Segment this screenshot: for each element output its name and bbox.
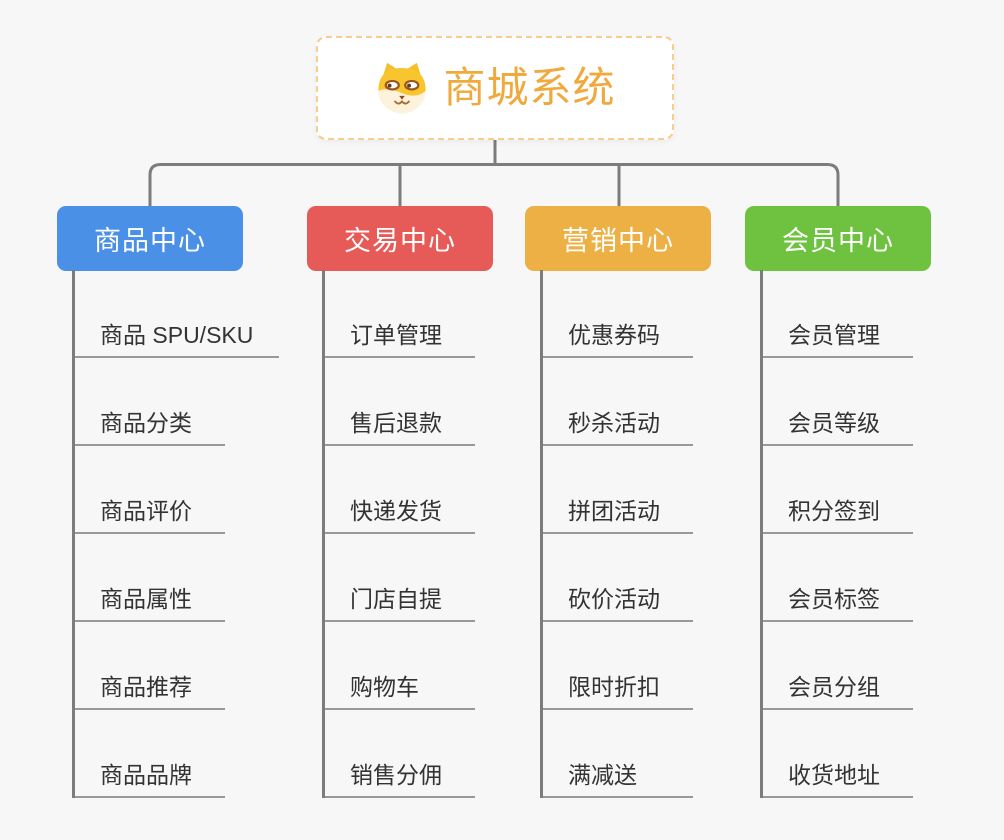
leaf-label: 快递发货 — [325, 497, 475, 534]
leaf-label: 秒杀活动 — [543, 409, 693, 446]
leaf-node[interactable]: 收货地址 — [763, 710, 913, 798]
leaf-label: 销售分佣 — [325, 761, 475, 798]
leaf-label: 满减送 — [543, 761, 693, 798]
branch-label: 会员中心 — [782, 226, 894, 256]
leaf-node[interactable]: 购物车 — [325, 622, 475, 710]
leaf-node[interactable]: 会员分组 — [763, 622, 913, 710]
leaf-node[interactable]: 秒杀活动 — [543, 358, 693, 446]
leaf-column-trade: 订单管理 售后退款 快递发货 门店自提 购物车 销售分佣 — [322, 270, 475, 798]
leaf-label: 限时折扣 — [543, 673, 693, 710]
leaf-label: 拼团活动 — [543, 497, 693, 534]
branch-label: 交易中心 — [344, 226, 456, 256]
leaf-label: 门店自提 — [325, 585, 475, 622]
leaf-label: 商品推荐 — [75, 673, 225, 710]
leaf-label: 订单管理 — [325, 321, 475, 358]
leaf-node[interactable]: 门店自提 — [325, 534, 475, 622]
leaf-label: 商品评价 — [75, 497, 225, 534]
leaf-label: 购物车 — [325, 673, 475, 710]
leaf-node[interactable]: 售后退款 — [325, 358, 475, 446]
leaf-column-product: 商品 SPU/SKU 商品分类 商品评价 商品属性 商品推荐 商品品牌 — [72, 270, 280, 798]
leaf-node[interactable]: 快递发货 — [325, 446, 475, 534]
branch-node-marketing-center[interactable]: 营销中心 — [525, 206, 711, 271]
leaf-label: 商品品牌 — [75, 761, 225, 798]
leaf-node[interactable]: 限时折扣 — [543, 622, 693, 710]
leaf-label: 售后退款 — [325, 409, 475, 446]
leaf-node[interactable]: 满减送 — [543, 710, 693, 798]
branch-bus-line — [148, 163, 840, 206]
leaf-node[interactable]: 销售分佣 — [325, 710, 475, 798]
leaf-node[interactable]: 拼团活动 — [543, 446, 693, 534]
branch-node-member-center[interactable]: 会员中心 — [745, 206, 931, 271]
branch-label: 商品中心 — [94, 226, 206, 256]
branch-label: 营销中心 — [562, 226, 674, 256]
root-title: 商城系统 — [443, 64, 616, 111]
leaf-label: 积分签到 — [763, 497, 913, 534]
leaf-label: 会员等级 — [763, 409, 913, 446]
leaf-label: 砍价活动 — [543, 585, 693, 622]
leaf-node[interactable]: 砍价活动 — [543, 534, 693, 622]
branch-node-trade-center[interactable]: 交易中心 — [307, 206, 493, 271]
leaf-node[interactable]: 优惠券码 — [543, 270, 693, 358]
branch-node-product-center[interactable]: 商品中心 — [57, 206, 243, 271]
leaf-node[interactable]: 商品品牌 — [75, 710, 279, 798]
dog-face-icon — [374, 62, 430, 114]
leaf-node[interactable]: 会员等级 — [763, 358, 913, 446]
leaf-node[interactable]: 会员管理 — [763, 270, 913, 358]
leaf-node[interactable]: 商品评价 — [75, 446, 279, 534]
leaf-column-member: 会员管理 会员等级 积分签到 会员标签 会员分组 收货地址 — [760, 270, 913, 798]
leaf-node[interactable]: 订单管理 — [325, 270, 475, 358]
root-node[interactable]: 商城系统 — [316, 36, 674, 140]
leaf-label: 会员分组 — [763, 673, 913, 710]
leaf-label: 商品分类 — [75, 409, 225, 446]
leaf-label: 会员管理 — [763, 321, 913, 358]
leaf-node[interactable]: 积分签到 — [763, 446, 913, 534]
leaf-node[interactable]: 商品属性 — [75, 534, 279, 622]
leaf-node[interactable]: 商品分类 — [75, 358, 279, 446]
leaf-label: 收货地址 — [763, 761, 913, 798]
leaf-label: 商品属性 — [75, 585, 225, 622]
leaf-column-marketing: 优惠券码 秒杀活动 拼团活动 砍价活动 限时折扣 满减送 — [540, 270, 693, 798]
leaf-node[interactable]: 商品 SPU/SKU — [75, 270, 280, 358]
leaf-label: 会员标签 — [763, 585, 913, 622]
leaf-label: 优惠券码 — [543, 321, 693, 358]
leaf-node[interactable]: 会员标签 — [763, 534, 913, 622]
leaf-node[interactable]: 商品推荐 — [75, 622, 279, 710]
leaf-label: 商品 SPU/SKU — [75, 321, 280, 358]
